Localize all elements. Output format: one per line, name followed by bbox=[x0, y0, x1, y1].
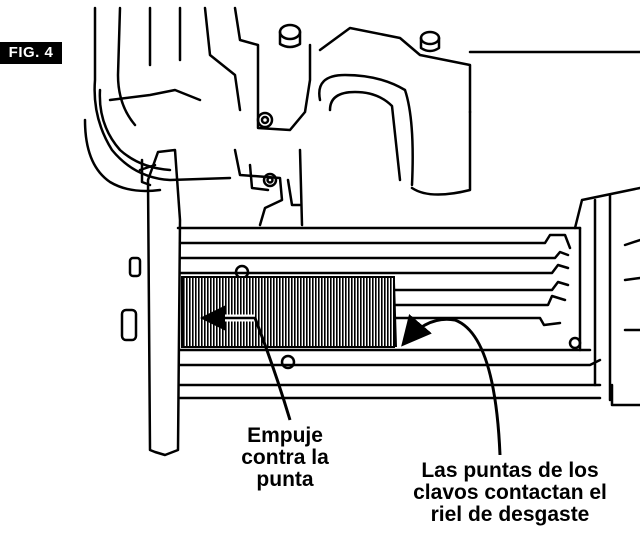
nail-strip bbox=[181, 276, 395, 348]
callout-nail-tips-contact-rail: Las puntas de los clavos contactan el ri… bbox=[385, 459, 635, 527]
tool-center-body bbox=[233, 6, 441, 188]
magazine-rail bbox=[176, 186, 640, 407]
figure-label: FIG. 4 bbox=[0, 42, 62, 64]
callout-rail-line-3: riel de desgaste bbox=[430, 503, 590, 527]
front-guide-plate bbox=[120, 148, 182, 457]
callout-push-line-3: punta bbox=[256, 468, 314, 492]
callout-push-against-tip: Empuje contra la punta bbox=[210, 424, 360, 492]
tool-handle bbox=[318, 26, 640, 196]
rail-leader-arrow bbox=[401, 314, 502, 456]
callout-push-line-1: Empuje bbox=[247, 424, 323, 447]
callout-push-line-2: contra la bbox=[241, 446, 329, 470]
callout-rail-line-2: clavos contactan el bbox=[413, 481, 607, 505]
callout-rail-line-1: Las puntas de los bbox=[421, 459, 599, 482]
push-arrow bbox=[200, 305, 292, 421]
tool-body-housing bbox=[83, 6, 242, 193]
nose-piece bbox=[233, 148, 304, 227]
